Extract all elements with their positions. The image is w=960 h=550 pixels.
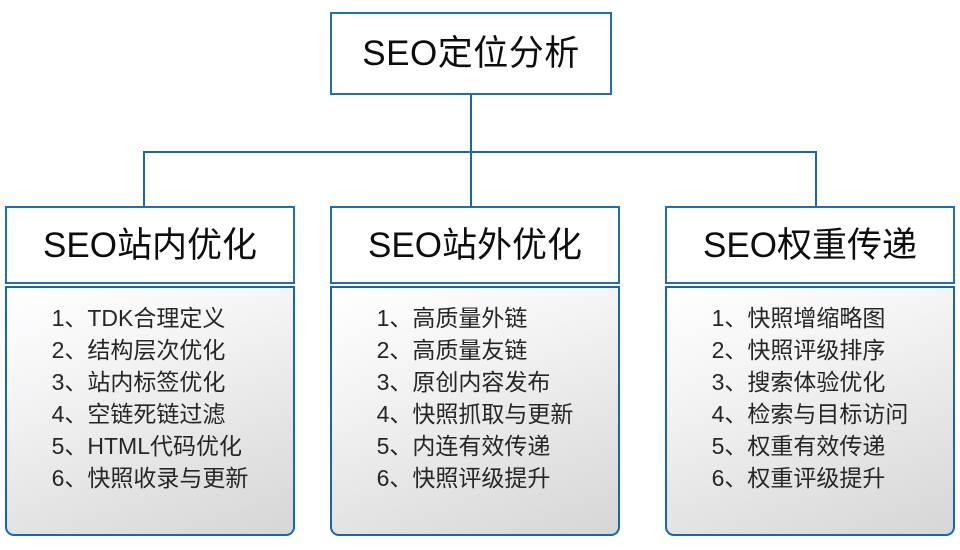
list-item: 1、高质量外链: [376, 305, 528, 331]
branch-header-label: SEO站内优化: [43, 225, 257, 265]
branch-column-off-site: SEO站外优化 1、高质量外链 2、高质量友链 3、原创内容发布 4、快照抓取与…: [330, 206, 620, 536]
branch-header-label: SEO站外优化: [368, 225, 582, 265]
list-item: 6、快照评级提升: [376, 465, 551, 491]
branch-body-on-site: 1、TDK合理定义 2、结构层次优化 3、站内标签优化 4、空链死链过滤 5、H…: [5, 286, 295, 536]
root-node[interactable]: SEO定位分析: [330, 12, 612, 95]
list-item: 4、快照抓取与更新: [376, 401, 574, 427]
list-item: 3、搜索体验优化: [711, 369, 886, 395]
branch-item-list: 1、快照增缩略图 2、快照评级排序 3、搜索体验优化 4、检索与目标访问 5、权…: [712, 302, 909, 494]
list-item: 5、权重有效传递: [711, 433, 886, 459]
list-item: 2、高质量友链: [376, 337, 528, 363]
list-item: 5、内连有效传递: [376, 433, 551, 459]
list-item: 4、空链死链过滤: [51, 401, 226, 427]
connector-drop-branch-2: [470, 151, 472, 207]
list-item: 4、检索与目标访问: [711, 401, 909, 427]
branch-column-weight-transfer: SEO权重传递 1、快照增缩略图 2、快照评级排序 3、搜索体验优化 4、检索与…: [665, 206, 955, 536]
connector-drop-branch-1: [143, 151, 145, 207]
branch-item-list: 1、TDK合理定义 2、结构层次优化 3、站内标签优化 4、空链死链过滤 5、H…: [52, 302, 249, 494]
list-item: 2、快照评级排序: [711, 337, 886, 363]
branch-header-on-site[interactable]: SEO站内优化: [5, 206, 295, 284]
branch-body-weight-transfer: 1、快照增缩略图 2、快照评级排序 3、搜索体验优化 4、检索与目标访问 5、权…: [665, 286, 955, 536]
list-item: 6、权重评级提升: [711, 465, 886, 491]
list-item: 1、快照增缩略图: [711, 305, 886, 331]
root-node-label: SEO定位分析: [362, 34, 580, 73]
list-item: 2、结构层次优化: [51, 337, 226, 363]
connector-horizontal-bus: [143, 151, 817, 153]
list-item: 3、站内标签优化: [51, 369, 226, 395]
branch-item-list: 1、高质量外链 2、高质量友链 3、原创内容发布 4、快照抓取与更新 5、内连有…: [377, 302, 574, 494]
list-item: 6、快照收录与更新: [51, 465, 249, 491]
branch-header-off-site[interactable]: SEO站外优化: [330, 206, 620, 284]
list-item: 1、TDK合理定义: [51, 305, 226, 331]
branch-column-on-site: SEO站内优化 1、TDK合理定义 2、结构层次优化 3、站内标签优化 4、空链…: [5, 206, 295, 536]
branch-header-label: SEO权重传递: [703, 225, 917, 265]
list-item: 5、HTML代码优化: [51, 433, 242, 459]
connector-drop-branch-3: [815, 151, 817, 207]
list-item: 3、原创内容发布: [376, 369, 551, 395]
branch-body-off-site: 1、高质量外链 2、高质量友链 3、原创内容发布 4、快照抓取与更新 5、内连有…: [330, 286, 620, 536]
connector-root-stem: [470, 95, 472, 153]
branch-header-weight-transfer[interactable]: SEO权重传递: [665, 206, 955, 284]
